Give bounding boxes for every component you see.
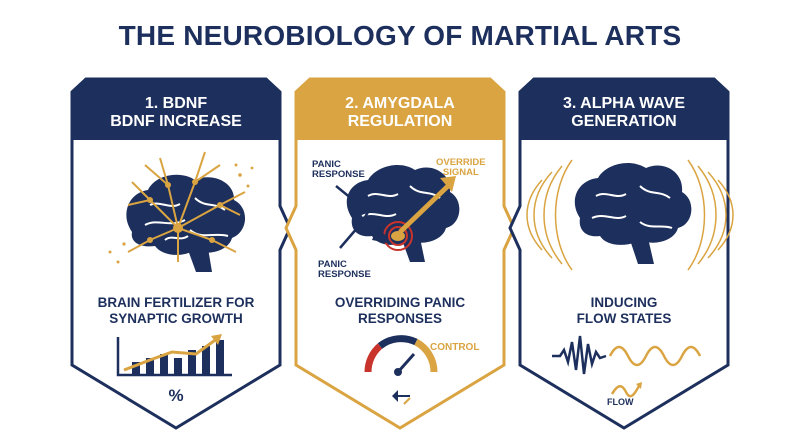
alpha-wave-icon xyxy=(552,335,702,398)
panic-response-bottom-label: PANIC RESPONSE xyxy=(318,259,371,281)
flow-label: FLOW xyxy=(607,397,634,407)
panel-1-heading-line1: 1. BDNF xyxy=(144,95,208,112)
brain-neuron-network-icon xyxy=(108,151,254,272)
panel-3-heading: 3. ALPHA WAVE GENERATION xyxy=(520,95,728,132)
panel-3-heading-line1: 3. ALPHA WAVE xyxy=(562,95,686,112)
panel-3-caption: INDUCING FLOW STATES xyxy=(520,295,728,326)
panel-2-heading: 2. AMYGDALA REGULATION xyxy=(296,95,504,132)
panic-bottom-line2: RESPONSE xyxy=(318,269,371,281)
panel-1-heading: 1. BDNF BDNF INCREASE xyxy=(72,95,280,132)
percent-symbol: % xyxy=(168,386,184,405)
override-line1: OVERRIDE xyxy=(436,157,486,168)
panel-2-caption-line2: RESPONSES xyxy=(357,310,443,326)
panic-bottom-line1: PANIC xyxy=(318,259,347,270)
panel-2-caption-line1: OVERRIDING PANIC xyxy=(334,295,466,310)
brain-waves-icon xyxy=(526,159,734,271)
panic-response-top-label: PANIC RESPONSE xyxy=(312,159,365,181)
growth-bar-chart-icon xyxy=(116,334,232,377)
override-line2: SIGNAL xyxy=(442,167,479,179)
panel-3-heading-line2: GENERATION xyxy=(571,113,677,131)
gauge-control-label: CONTROL xyxy=(430,342,480,353)
panel-3-caption-line2: FLOW STATES xyxy=(576,310,672,326)
override-signal-label: OVERRIDE SIGNAL xyxy=(436,157,486,179)
panic-top-line2: RESPONSE xyxy=(312,169,365,181)
panel-1-heading-line2: BDNF INCREASE xyxy=(110,113,242,131)
panel-1-caption-line2: SYNAPTIC GROWTH xyxy=(109,310,243,326)
panel-3-caption-line1: INDUCING xyxy=(590,295,658,310)
control-gauge-icon xyxy=(364,335,438,405)
panel-1-caption: BRAIN FERTILIZER FOR SYNAPTIC GROWTH xyxy=(72,295,280,326)
panel-2-caption: OVERRIDING PANIC RESPONSES xyxy=(296,295,504,326)
panel-2-heading-line2: REGULATION xyxy=(347,113,453,131)
page-title: THE NEUROBIOLOGY OF MARTIAL ARTS xyxy=(118,20,682,51)
panic-top-line1: PANIC xyxy=(312,159,341,170)
panel-1-caption-line1: BRAIN FERTILIZER FOR xyxy=(97,295,255,310)
panel-2-heading-line1: 2. AMYGDALA xyxy=(345,95,455,112)
panel-2-frame xyxy=(284,77,516,430)
panel-3-frame xyxy=(508,77,730,430)
brain-amygdala-icon xyxy=(335,165,460,262)
